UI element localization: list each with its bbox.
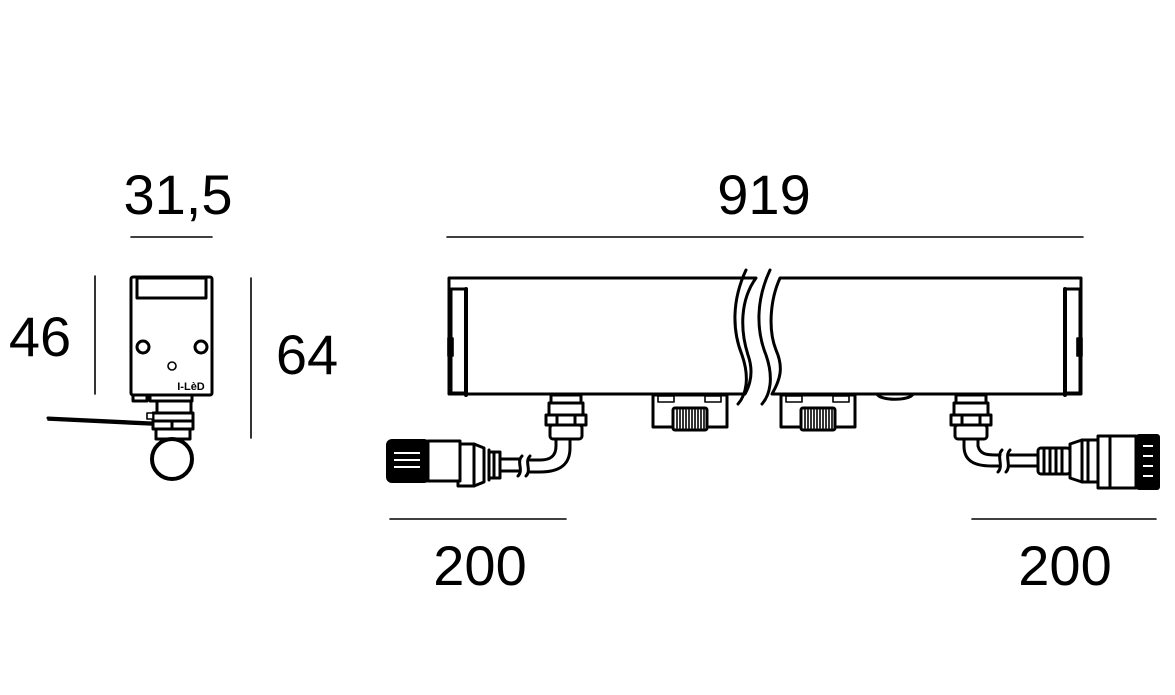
mounting-bracket-left xyxy=(651,393,729,432)
hole-icon xyxy=(167,361,177,371)
connector-nut xyxy=(1136,434,1160,490)
side-view: 919 xyxy=(386,163,1160,597)
end-view: 31,5 46 64 I-LèD xyxy=(9,163,338,481)
pressure-valve xyxy=(875,392,915,401)
length-dimension-label: 919 xyxy=(717,163,810,226)
side-view-housing xyxy=(447,268,1083,406)
right-cable-dimension-label: 200 xyxy=(1018,534,1111,597)
end-view-housing: I-LèD xyxy=(129,275,214,397)
left-cable-dimension-label: 200 xyxy=(433,534,526,597)
left-cable xyxy=(386,393,588,488)
mounting-bracket-right xyxy=(779,393,857,432)
body-height-dimension-label: 46 xyxy=(9,305,71,368)
screw-icon xyxy=(135,339,209,355)
brand-logo: I-LèD xyxy=(177,381,205,393)
width-dimension-label: 31,5 xyxy=(124,163,233,226)
end-view-cable-gland xyxy=(46,393,195,481)
total-height-dimension-label: 64 xyxy=(276,323,338,386)
right-cable xyxy=(949,393,1160,490)
